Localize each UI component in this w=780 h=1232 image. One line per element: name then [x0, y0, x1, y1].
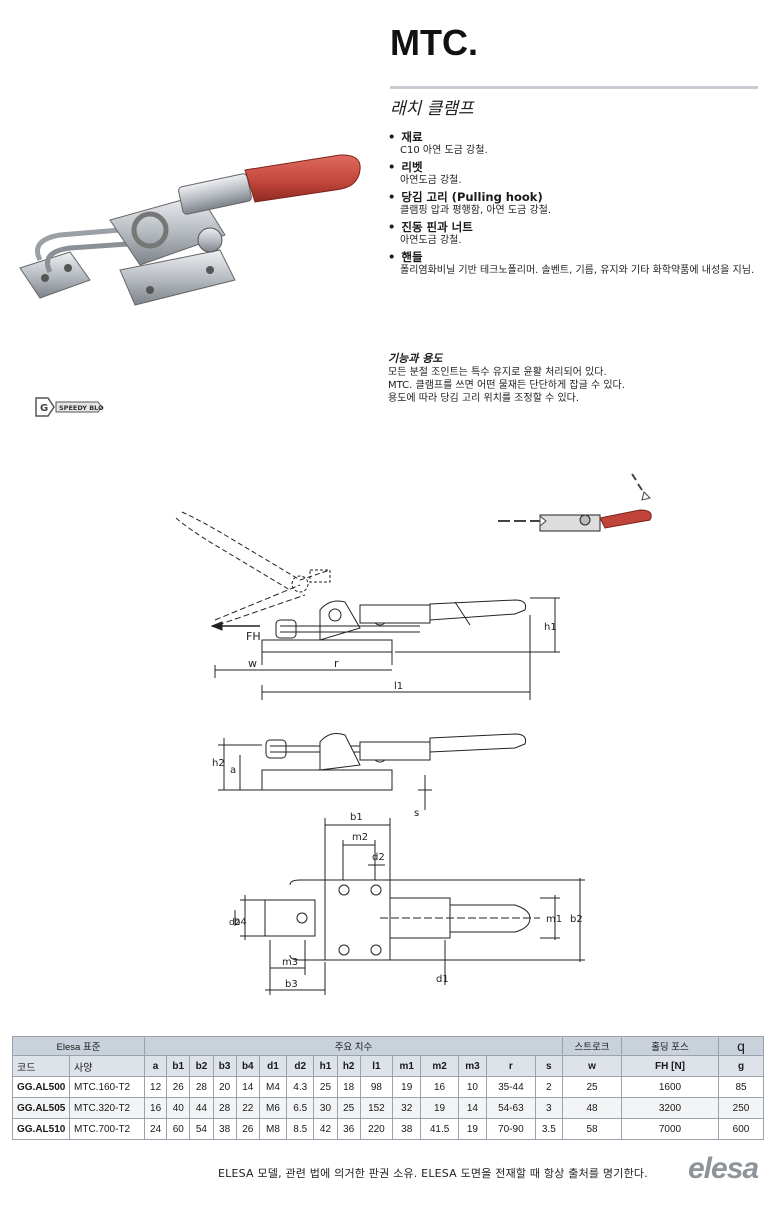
svg-text:b2: b2	[570, 914, 583, 925]
feature-item: 리벳 아연도금 강철.	[388, 160, 768, 187]
col-header: w	[562, 1055, 622, 1077]
col-header: b4	[235, 1055, 260, 1077]
feature-item: 당김 고리 (Pulling hook) 클램핑 압과 평행함, 아연 도금 강…	[388, 190, 768, 217]
feature-item: 핸들 폴리염화비닐 기반 테크노폴리머. 솔벤트, 기름, 유지와 기타 화학약…	[388, 250, 768, 277]
col-header: m1	[392, 1055, 422, 1077]
svg-text:d2: d2	[372, 852, 385, 863]
feature-item: 진동 핀과 너트 아연도금 강철.	[388, 220, 768, 247]
col-header: 사양	[69, 1055, 145, 1077]
svg-text:G: G	[40, 403, 48, 414]
col-header: b3	[212, 1055, 237, 1077]
table-row: GG.AL510 MTC.700-T2 24 60 54 38 26 M8 8.…	[12, 1118, 764, 1140]
svg-text:b1: b1	[350, 812, 363, 823]
group-header-weight: q	[718, 1036, 764, 1056]
group-header-stroke: 스트로크	[562, 1036, 622, 1056]
table-row: GG.AL505 MTC.320-T2 16 40 44 28 22 M6 6.…	[12, 1097, 764, 1119]
svg-text:b3: b3	[285, 979, 298, 990]
col-header: h1	[313, 1055, 338, 1077]
svg-text:a: a	[230, 765, 236, 776]
function-line: MTC. 클램프를 쓰면 어떤 물재든 단단하게 잡글 수 있다.	[388, 380, 625, 391]
svg-text:d1: d1	[436, 974, 449, 985]
col-header: h2	[336, 1055, 361, 1077]
page-title: MTC.	[390, 22, 478, 63]
col-header: d1	[258, 1055, 288, 1077]
col-header: l1	[359, 1055, 394, 1077]
svg-text:SPEEDY BLOCK: SPEEDY BLOCK	[59, 404, 104, 412]
col-header: a	[143, 1055, 168, 1077]
svg-text:b4: b4	[234, 917, 247, 928]
feature-item: 재료 C10 아연 도금 강철.	[388, 130, 768, 157]
svg-text:l1: l1	[394, 681, 403, 692]
side-view-2: h2 a s	[212, 733, 526, 819]
function-line: 모든 분절 조인트는 특수 유지로 윤활 처리되어 있다.	[388, 367, 607, 378]
svg-text:m1: m1	[546, 914, 562, 925]
col-header: s	[534, 1055, 564, 1077]
col-header: 코드	[12, 1055, 70, 1077]
side-view-1: FH w r l1 h1	[175, 511, 560, 700]
svg-text:h2: h2	[212, 758, 225, 769]
col-header: g	[718, 1055, 764, 1077]
product-photo	[19, 154, 361, 306]
col-header: d2	[286, 1055, 315, 1077]
table-row: GG.AL500 MTC.160-T2 12 26 28 20 14 M4 4.…	[12, 1076, 764, 1098]
top-view: b1 m2 d2 b4 d2 m1 b2 m3 b3 d1	[229, 812, 585, 995]
col-header: FH [N]	[621, 1055, 719, 1077]
svg-text:d2: d2	[229, 918, 240, 928]
svg-text:w: w	[248, 657, 257, 670]
col-header: b1	[166, 1055, 191, 1077]
page-subtitle: 래치 클램프	[390, 99, 474, 119]
title-divider	[390, 86, 758, 89]
elesa-logo: elesa	[688, 1152, 759, 1185]
function-heading: 기능과 용도	[388, 352, 443, 365]
function-line: 용도에 따라 당김 고리 위치를 조정할 수 있다.	[388, 393, 580, 404]
motion-schematic	[498, 473, 652, 532]
group-header-dims: 주요 치수	[144, 1036, 563, 1056]
feature-list: 재료 C10 아연 도금 강철. 리벳 아연도금 강철. 당김 고리 (Pull…	[388, 130, 768, 280]
svg-text:m2: m2	[352, 832, 368, 843]
col-header: m3	[457, 1055, 488, 1077]
copyright-note: ELESA 모델, 관련 법에 의거한 판권 소유. ELESA 도면을 전재할…	[218, 1167, 648, 1180]
col-header: m2	[420, 1055, 459, 1077]
speedy-block-logo: G SPEEDY BLOCK	[34, 394, 114, 424]
function-section: 기능과 용도 모든 분절 조인트는 특수 유지로 윤활 처리되어 있다. MTC…	[388, 352, 768, 405]
group-header-standard: Elesa 표준	[12, 1036, 145, 1056]
col-header: b2	[189, 1055, 214, 1077]
col-header: r	[486, 1055, 536, 1077]
group-header-force: 홀딩 포스	[621, 1036, 719, 1056]
svg-text:m3: m3	[282, 957, 298, 968]
svg-text:s: s	[414, 808, 419, 819]
svg-text:h1: h1	[544, 622, 557, 633]
spec-table: Elesa 표준 주요 치수 스트로크 홀딩 포스 q 코드 사양 a b1 b…	[12, 1036, 764, 1140]
svg-text:r: r	[334, 657, 339, 670]
technical-drawing: FH w r l1 h1 h2 a s b1 m2 d2	[175, 473, 652, 995]
svg-text:FH: FH	[246, 630, 261, 643]
